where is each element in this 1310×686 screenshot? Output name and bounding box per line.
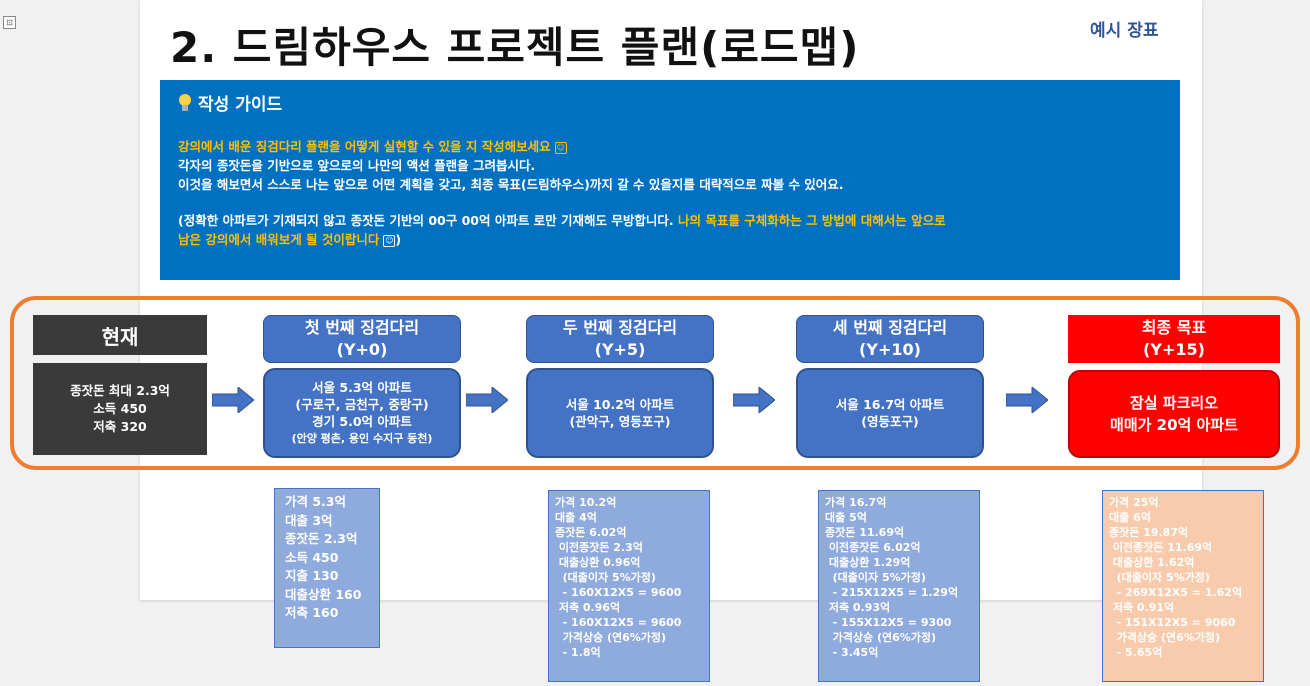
step1-title: 첫 번째 징검다리 (304, 318, 420, 337)
step2-header: 두 번째 징검다리 (Y+5) (526, 315, 714, 363)
goal-title: 최종 목표 (1141, 318, 1207, 337)
guide-line-5: 남은 강의에서 배워보게 될 것이랍니다☺) (178, 230, 1162, 249)
goal-period: (Y+15) (1143, 340, 1205, 359)
step2-title: 두 번째 징검다리 (562, 318, 678, 337)
goal-body: 잠실 파크리오 매매가 20억 아파트 (1068, 370, 1280, 458)
current-line: 소득 450 (93, 401, 147, 416)
guide-line-3: 이것을 해보면서 스스로 나는 앞으로 어떤 계획을 갖고, 최종 목표(드림하… (178, 177, 844, 192)
roadmap-frame (10, 296, 1300, 470)
step1-line: 서울 5.3억 아파트 (312, 380, 412, 395)
goal-header: 최종 목표 (Y+15) (1068, 315, 1280, 363)
step1-line-small: (안양 평촌, 용인 수지구 동천) (291, 432, 433, 445)
guide-line-1-text: 강의에서 배운 징검다리 플랜을 어떻게 실현할 수 있을 지 작성해보세요 (178, 139, 551, 154)
current-body: 종잣돈 최대 2.3억 소득 450 저축 320 (33, 363, 207, 455)
lightbulb-icon (178, 93, 192, 112)
step2-period: (Y+5) (594, 340, 646, 359)
step3-line: 서울 16.7억 아파트 (835, 397, 945, 412)
smile-icon: ☺ (554, 141, 567, 154)
step1-period: (Y+0) (336, 340, 388, 359)
step3-body: 서울 16.7억 아파트 (영등포구) (796, 368, 984, 458)
step1-line: (구로구, 금천구, 중랑구) (295, 397, 429, 412)
step3-title: 세 번째 징검다리 (832, 318, 948, 337)
step2-line: (관악구, 영등포구) (569, 414, 671, 429)
step3-line: (영등포구) (861, 414, 919, 429)
step1-line: 경기 5.0억 아파트 (312, 414, 412, 429)
arrow-right-icon (212, 387, 254, 413)
arrow-right-icon (1006, 387, 1048, 413)
guide-body: 강의에서 배운 징검다리 플랜을 어떻게 실현할 수 있을 지 작성해보세요☺ … (178, 137, 1162, 249)
arrow-right-icon (733, 387, 775, 413)
step2-body: 서울 10.2억 아파트 (관악구, 영등포구) (526, 368, 714, 458)
guide-line-4-yellow: 나의 목표를 구체화하는 그 방법에 대해서는 앞으로 (677, 213, 946, 228)
goal-line: 잠실 파크리오 (1129, 394, 1219, 412)
step1-body: 서울 5.3억 아파트 (구로구, 금천구, 중랑구) 경기 5.0억 아파트 … (263, 368, 461, 458)
arrow-right-icon (466, 387, 508, 413)
guide-heading: 작성 가이드 (178, 90, 1162, 115)
panel-toggle-icon[interactable]: ⊡ (3, 16, 16, 29)
step2-detail: 가격 10.2억 대출 4억 종잣돈 6.02억 이전종잣돈 2.3억 대출상환… (548, 490, 710, 682)
guide-heading-text: 작성 가이드 (198, 95, 283, 115)
guide-line-4: (정확한 아파트가 기재되지 않고 종잣돈 기반의 00구 00억 아파트 로만… (178, 211, 1162, 230)
guide-line-2: 각자의 종잣돈을 기반으로 앞으로의 나만의 액션 플랜을 그려봅시다. (178, 158, 536, 173)
smile-icon: ☺ (383, 234, 396, 247)
step3-period: (Y+10) (859, 340, 921, 359)
guide-line-5-yellow: 남은 강의에서 배워보게 될 것이랍니다 (178, 232, 380, 247)
current-header: 현재 (33, 315, 207, 355)
step1-header: 첫 번째 징검다리 (Y+0) (263, 315, 461, 363)
goal-detail: 가격 25억 대출 6억 종잣돈 19.87억 이전종잣돈 11.69억 대출상… (1102, 490, 1264, 682)
guide-line-1: 강의에서 배운 징검다리 플랜을 어떻게 실현할 수 있을 지 작성해보세요☺ (178, 137, 1162, 156)
current-line: 종잣돈 최대 2.3억 (70, 383, 170, 398)
step1-detail: 가격 5.3억 대출 3억 종잣돈 2.3억 소득 450 지출 130 대출상… (274, 488, 380, 648)
current-line: 저축 320 (93, 419, 147, 434)
goal-line: 매매가 20억 아파트 (1110, 416, 1238, 434)
guide-line-4-white: (정확한 아파트가 기재되지 않고 종잣돈 기반의 00구 00억 아파트 로만… (178, 213, 678, 228)
guide-spacer (178, 194, 1162, 211)
step3-detail: 가격 16.7억 대출 5억 종잣돈 11.69억 이전종잣돈 6.02억 대출… (818, 490, 980, 682)
step3-header: 세 번째 징검다리 (Y+10) (796, 315, 984, 363)
page-title: 2. 드림하우스 프로젝트 플랜(로드맵) (170, 23, 860, 72)
example-tag: 예시 장표 (1090, 21, 1159, 41)
guide-line-5-end: ) (395, 232, 402, 247)
step2-line: 서울 10.2억 아파트 (565, 397, 675, 412)
guide-panel: 작성 가이드 강의에서 배운 징검다리 플랜을 어떻게 실현할 수 있을 지 작… (160, 80, 1180, 280)
